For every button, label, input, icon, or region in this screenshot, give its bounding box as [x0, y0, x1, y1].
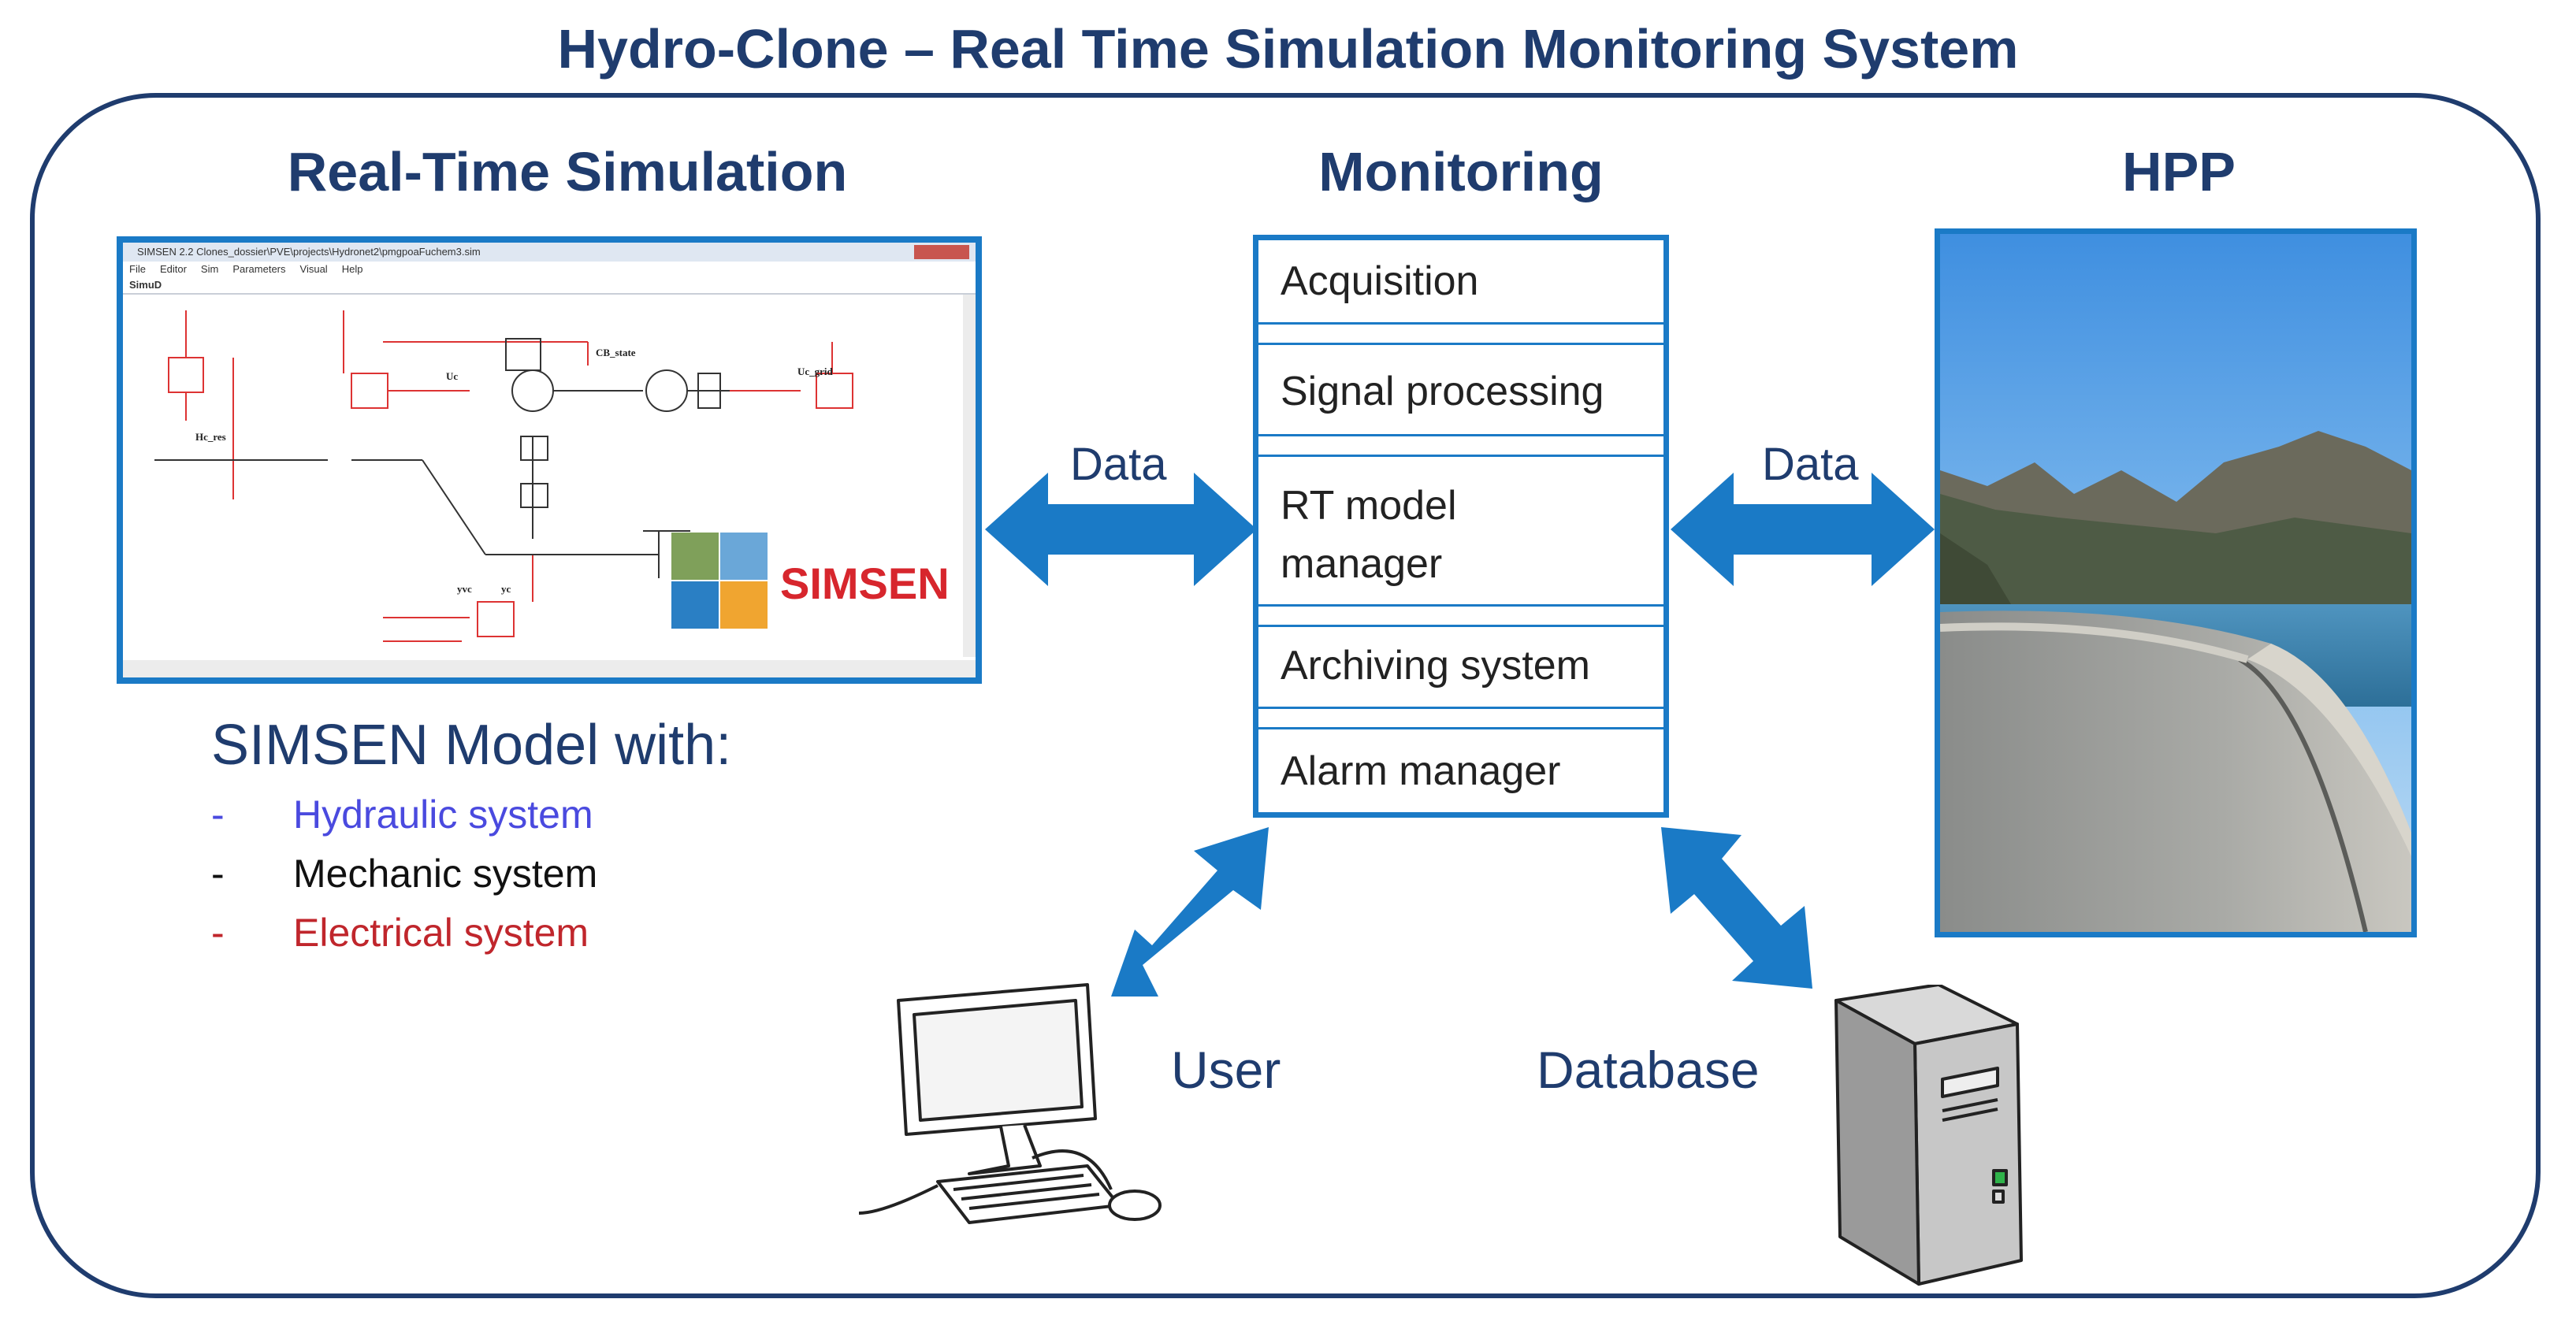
label-yvc: yvc: [457, 583, 472, 595]
heading-real-time-simulation: Real-Time Simulation: [287, 141, 848, 202]
menu-parameters: Parameters: [232, 263, 286, 275]
label-uc-grid: Uc_grid: [797, 366, 834, 377]
user-computer-icon: [858, 983, 1162, 1224]
data-label-left: Data: [1070, 439, 1167, 490]
database-label: Database: [1537, 1041, 1760, 1099]
module-signal-processing: Signal processing: [1281, 369, 1604, 414]
module-alarm-manager: Alarm manager: [1281, 748, 1561, 794]
model-item-dash: -: [211, 852, 225, 896]
heading-monitoring: Monitoring: [1318, 141, 1604, 202]
simsen-logo-text: SIMSEN: [780, 559, 950, 608]
data-arrow-left: [985, 473, 1257, 586]
module-acquisition: Acquisition: [1281, 258, 1479, 304]
simsen-logo-icon: [671, 533, 768, 629]
database-arrow: [1661, 827, 1812, 989]
window-close-button: [914, 245, 969, 259]
model-item-mechanic: Mechanic system: [293, 852, 598, 896]
model-item-dash: -: [211, 792, 225, 837]
module-divider: [1258, 604, 1663, 607]
dam-landscape-image: [1940, 234, 2411, 932]
user-arrow: [1111, 827, 1269, 997]
menu-visual: Visual: [299, 263, 328, 275]
simsen-window-screenshot: SIMSEN 2.2 Clones_dossier\PVE\projects\H…: [117, 236, 982, 684]
module-divider: [1258, 322, 1663, 325]
simsen-circuit-diagram: Hc_res Uc CB_state Uc_grid yvc yc: [154, 310, 853, 642]
module-divider: [1258, 625, 1663, 627]
module-rt-model-manager: RT model manager: [1281, 483, 1457, 587]
module-divider: [1258, 455, 1663, 457]
model-title: SIMSEN Model with:: [211, 714, 732, 777]
label-cb-state: CB_state: [596, 347, 636, 358]
menu-sim: Sim: [200, 263, 219, 275]
model-item-electrical: Electrical system: [293, 911, 589, 955]
simsen-scrollbar: [963, 295, 976, 657]
hpp-dam-photo: [1935, 228, 2417, 937]
simsen-statusbar: [123, 660, 976, 677]
diagram-title: Hydro-Clone – Real Time Simulation Monit…: [557, 18, 2019, 80]
heading-hpp: HPP: [2122, 141, 2236, 202]
simsen-menubar: File Editor Sim Parameters Visual Help: [129, 263, 362, 279]
module-divider: [1258, 727, 1663, 729]
menu-help: Help: [341, 263, 363, 275]
simsen-panel-label: SimuD: [129, 279, 162, 291]
module-divider: [1258, 343, 1663, 345]
module-divider: [1258, 434, 1663, 436]
model-item-dash: -: [211, 911, 225, 955]
label-yc: yc: [501, 583, 511, 595]
system-frame: [30, 93, 2541, 1298]
data-label-right: Data: [1762, 439, 1859, 490]
menu-file: File: [129, 263, 146, 275]
user-label: User: [1171, 1041, 1281, 1099]
data-arrow-right: [1671, 473, 1935, 586]
module-archiving-system: Archiving system: [1281, 643, 1590, 688]
monitoring-box: Acquisition Signal processing RT model m…: [1253, 235, 1669, 818]
label-hc-res: Hc_res: [195, 431, 226, 443]
module-divider: [1258, 707, 1663, 709]
menu-editor: Editor: [159, 263, 187, 275]
simsen-separator: [123, 293, 976, 295]
database-server-icon: [1834, 985, 2023, 1286]
model-item-hydraulic: Hydraulic system: [293, 792, 593, 837]
simsen-titlebar: SIMSEN 2.2 Clones_dossier\PVE\projects\H…: [123, 243, 976, 262]
label-uc: Uc: [446, 370, 458, 382]
